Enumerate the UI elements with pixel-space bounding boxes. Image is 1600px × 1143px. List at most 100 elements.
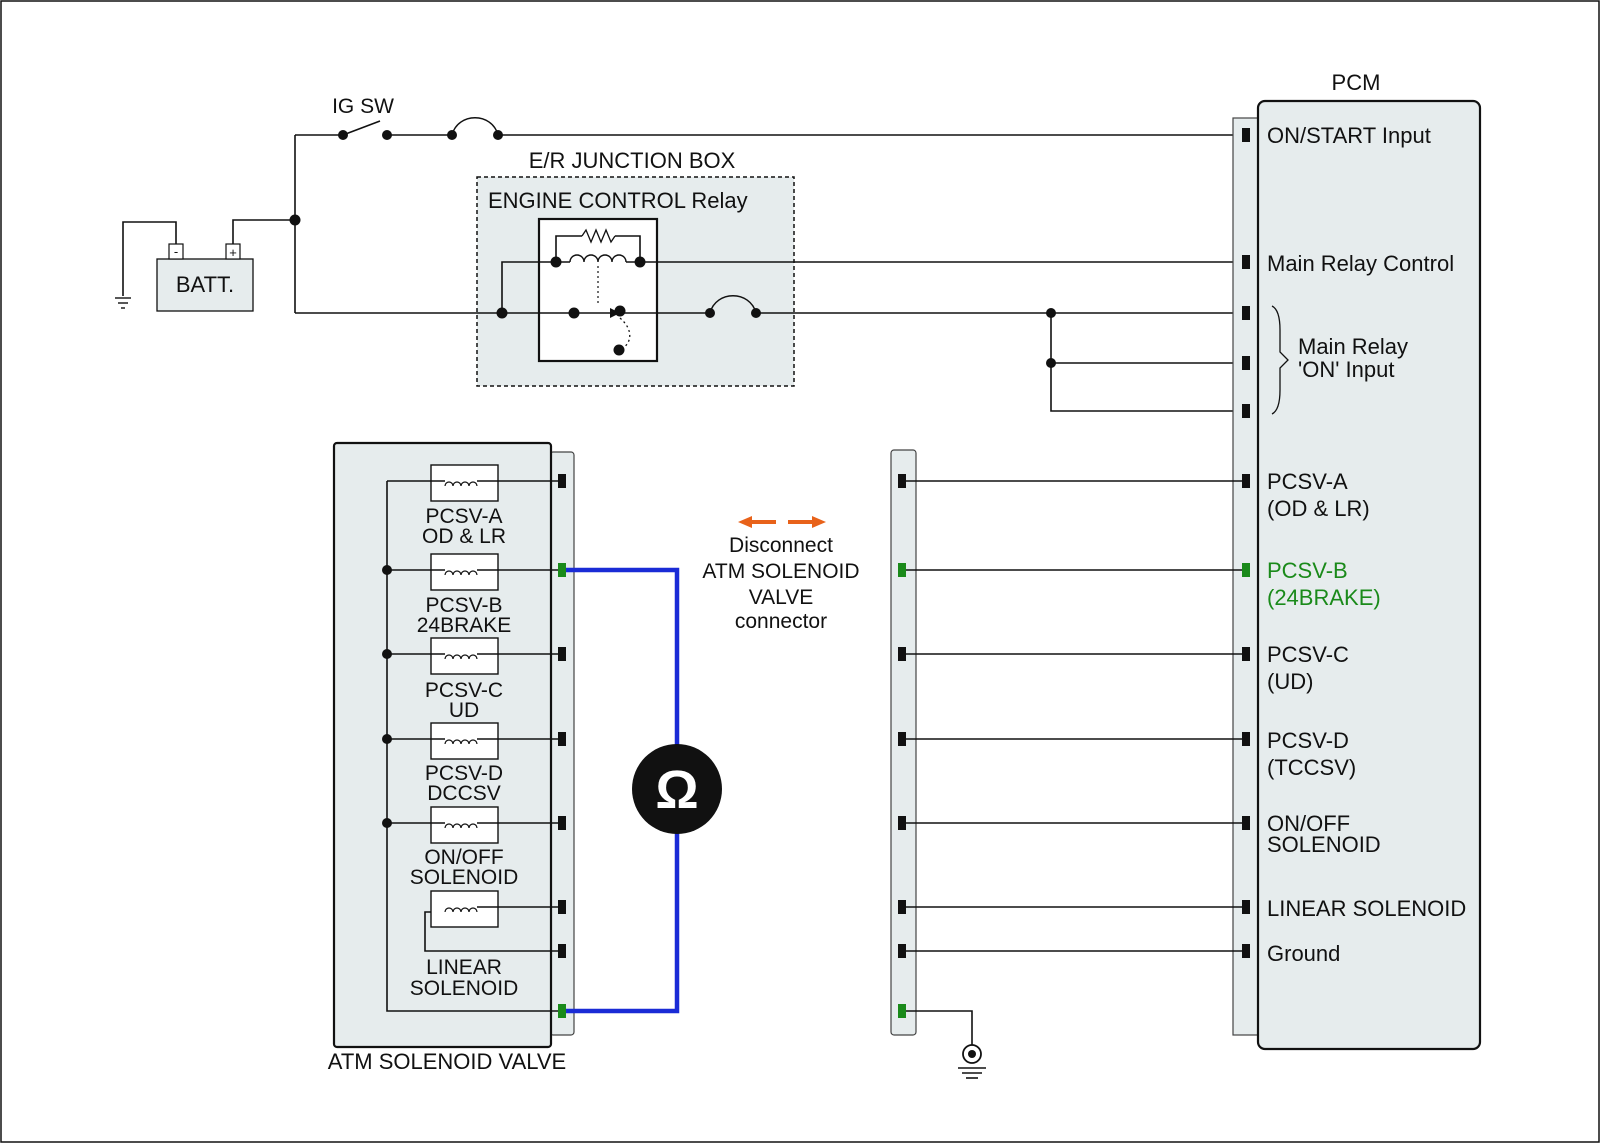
harness-pin — [898, 474, 906, 488]
solenoid-pin — [558, 647, 566, 661]
junction-dot — [496, 307, 508, 319]
ohmmeter-probe-wire — [566, 567, 680, 745]
disconnect-note: connector — [735, 610, 827, 633]
pcm-label-linear: LINEAR SOLENOID — [1267, 896, 1466, 921]
pcm-label-on-start: ON/START Input — [1267, 123, 1431, 148]
solenoid-pin — [558, 474, 566, 488]
disconnect-arrows-icon — [738, 516, 826, 528]
pcm-pins — [1242, 128, 1250, 958]
battery-ground-wire — [122, 221, 177, 296]
junction-dot — [1046, 308, 1056, 318]
pcm-pin — [1242, 128, 1250, 142]
disconnect-note: ATM SOLENOID — [702, 560, 859, 583]
coil-linear — [424, 890, 558, 952]
main-relay-on-branch — [1050, 313, 1242, 412]
coil-label-pcsv-b: PCSV-B — [425, 594, 502, 617]
pcm-pin — [1242, 900, 1250, 914]
pcm-pin — [1242, 944, 1250, 958]
pcm-pin — [1242, 404, 1250, 418]
harness-pin — [898, 732, 906, 746]
ignition-switch: IG SW — [295, 95, 394, 140]
coil-label-pcsv-b: 24BRAKE — [417, 614, 512, 637]
pcm-pin — [1242, 816, 1250, 830]
brace-icon — [1271, 305, 1289, 415]
battery-pos-sign: + — [229, 245, 237, 260]
relay-coil-feed-wire — [501, 261, 556, 313]
pcm-label-main-relay-on: 'ON' Input — [1298, 357, 1394, 382]
junction-box-title: E/R JUNCTION BOX — [529, 148, 736, 173]
pcm-label-pcsv-b: PCSV-B — [1267, 558, 1348, 583]
battery-positive-wire — [232, 219, 295, 244]
solenoid-pin-highlighted — [558, 563, 566, 577]
coil-onoff — [387, 806, 558, 844]
coil-pcsv-b — [387, 553, 558, 591]
pcm-label-onoff: SOLENOID — [1267, 832, 1381, 857]
coil-label-linear: SOLENOID — [410, 977, 519, 1000]
coil-label-pcsv-d: PCSV-D — [425, 762, 503, 785]
pcm-label-pcsv-d: PCSV-D — [1267, 728, 1349, 753]
coil-label-pcsv-c: PCSV-C — [425, 679, 503, 702]
pcm-label-pcsv-c: (UD) — [1267, 669, 1313, 694]
harness-pins — [898, 474, 906, 1018]
disconnect-note: VALVE — [749, 586, 814, 609]
battery-neg-sign: - — [174, 244, 178, 259]
pcm-title: PCM — [1332, 70, 1381, 95]
ground-icon — [115, 297, 131, 309]
solenoid-pins — [558, 474, 566, 1018]
coil-label-onoff: ON/OFF — [424, 846, 503, 869]
pcm-module — [1256, 99, 1482, 1051]
coil-label-pcsv-d: DCCSV — [427, 782, 501, 805]
battery: - + BATT. — [156, 243, 254, 312]
coil-label-pcsv-c: UD — [449, 699, 479, 722]
battery-body — [156, 258, 254, 312]
harness-pin — [898, 944, 906, 958]
pcm-pin — [1242, 306, 1250, 320]
coil-pcsv-c — [387, 637, 558, 675]
pcm-label-pcsv-a: PCSV-A — [1267, 469, 1348, 494]
harness-pcm-wires — [906, 480, 1242, 952]
harness-pin-highlighted — [898, 563, 906, 577]
pcm-label-pcsv-b: (24BRAKE) — [1267, 585, 1381, 610]
pcm-pin — [1242, 647, 1250, 661]
disconnect-note: Disconnect — [729, 534, 833, 557]
solenoid-valve-title: ATM SOLENOID VALVE — [328, 1049, 566, 1074]
solenoid-pin — [558, 900, 566, 914]
ohmmeter-icon: Ω — [632, 744, 722, 834]
battery-label: BATT. — [176, 272, 234, 297]
solenoid-pin-highlighted — [558, 1004, 566, 1018]
coil-pcsv-a — [430, 464, 558, 502]
solenoid-pin — [558, 944, 566, 958]
ohm-symbol: Ω — [655, 760, 698, 820]
pcm-label-onoff: ON/OFF — [1267, 811, 1350, 836]
ohmmeter-probe-wire — [566, 833, 680, 1014]
harness-pin-highlighted — [898, 1004, 906, 1018]
ig-switch-label: IG SW — [332, 95, 394, 118]
relay-label: ENGINE CONTROL Relay — [488, 188, 748, 213]
harness-ground-wire — [906, 1010, 973, 1046]
junction-dot — [289, 214, 301, 226]
pcm-pin — [1242, 255, 1250, 269]
pcm-label-pcsv-c: PCSV-C — [1267, 642, 1349, 667]
pcm-pin — [1242, 474, 1250, 488]
harness-pin — [898, 900, 906, 914]
solenoid-pin — [558, 816, 566, 830]
ground-icon — [958, 1044, 986, 1079]
coil-pcsv-d — [387, 722, 558, 760]
pcm-label-pcsv-d: (TCCSV) — [1267, 755, 1356, 780]
engine-control-relay — [537, 217, 659, 363]
harness-pin — [898, 647, 906, 661]
solenoid-pin — [558, 732, 566, 746]
relay-contact — [613, 344, 625, 356]
pcm-label-ground: Ground — [1267, 941, 1340, 966]
junction-dot — [1046, 358, 1056, 368]
pcm-label-pcsv-a: (OD & LR) — [1267, 496, 1370, 521]
coil-label-onoff: SOLENOID — [410, 866, 519, 889]
pcm-pin — [1242, 356, 1250, 370]
coil-label-pcsv-a: PCSV-A — [425, 505, 502, 528]
fuse-icon — [447, 117, 503, 140]
relay-contact — [614, 305, 626, 317]
pcm-label-main-relay-control: Main Relay Control — [1267, 251, 1454, 276]
harness-pin — [898, 816, 906, 830]
